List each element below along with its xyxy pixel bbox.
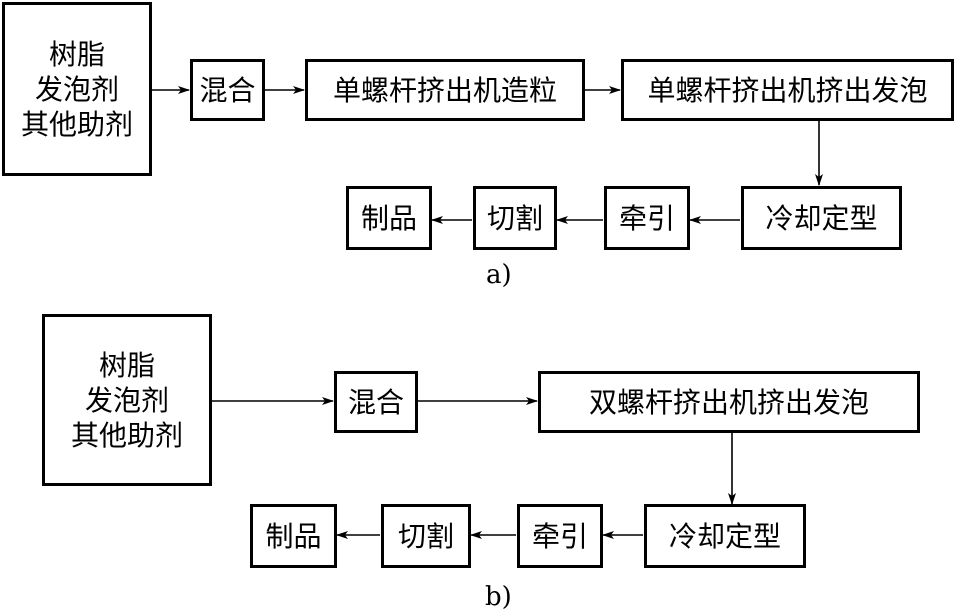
a-step2-label: 单螺杆挤出机挤出发泡 bbox=[647, 73, 928, 107]
a-caption: a) bbox=[486, 260, 512, 290]
a-product-label: 制品 bbox=[360, 201, 417, 235]
a-step1-box: 单螺杆挤出机造粒 bbox=[305, 59, 585, 121]
a-input-resin: 树脂 bbox=[48, 37, 105, 71]
a-cool-label: 冷却定型 bbox=[765, 201, 878, 235]
b-cut-box: 切割 bbox=[381, 504, 471, 568]
b-cut-label: 切割 bbox=[397, 519, 454, 553]
b-input-foaming-agent: 发泡剂 bbox=[84, 383, 169, 417]
a-cut-box: 切割 bbox=[473, 186, 557, 250]
a-inputs-box: 树脂 发泡剂 其他助剂 bbox=[2, 2, 152, 176]
b-mix-label: 混合 bbox=[347, 385, 404, 419]
a-pull-box: 牵引 bbox=[604, 186, 690, 250]
b-extrude-box: 双螺杆挤出机挤出发泡 bbox=[538, 371, 920, 433]
b-product-label: 制品 bbox=[265, 519, 322, 553]
a-step2-box: 单螺杆挤出机挤出发泡 bbox=[621, 59, 954, 121]
b-pull-box: 牵引 bbox=[517, 504, 603, 568]
b-extrude-label: 双螺杆挤出机挤出发泡 bbox=[588, 385, 869, 419]
b-cool-box: 冷却定型 bbox=[644, 504, 806, 568]
b-product-box: 制品 bbox=[250, 504, 337, 568]
b-inputs-box: 树脂 发泡剂 其他助剂 bbox=[42, 314, 212, 486]
b-input-resin: 树脂 bbox=[98, 348, 155, 382]
a-input-foaming-agent: 发泡剂 bbox=[34, 72, 119, 106]
a-pull-label: 牵引 bbox=[618, 201, 675, 235]
b-cool-label: 冷却定型 bbox=[668, 519, 781, 553]
a-input-other-additives: 其他助剂 bbox=[20, 107, 133, 141]
b-mix-box: 混合 bbox=[334, 371, 418, 433]
a-cut-label: 切割 bbox=[486, 201, 543, 235]
b-input-other-additives: 其他助剂 bbox=[70, 418, 183, 452]
a-mix-label: 混合 bbox=[199, 73, 256, 107]
a-cool-box: 冷却定型 bbox=[741, 186, 902, 250]
b-pull-label: 牵引 bbox=[531, 519, 588, 553]
b-caption: b) bbox=[485, 582, 512, 612]
a-product-box: 制品 bbox=[346, 186, 432, 250]
a-step1-label: 单螺杆挤出机造粒 bbox=[332, 73, 557, 107]
a-mix-box: 混合 bbox=[190, 59, 265, 121]
